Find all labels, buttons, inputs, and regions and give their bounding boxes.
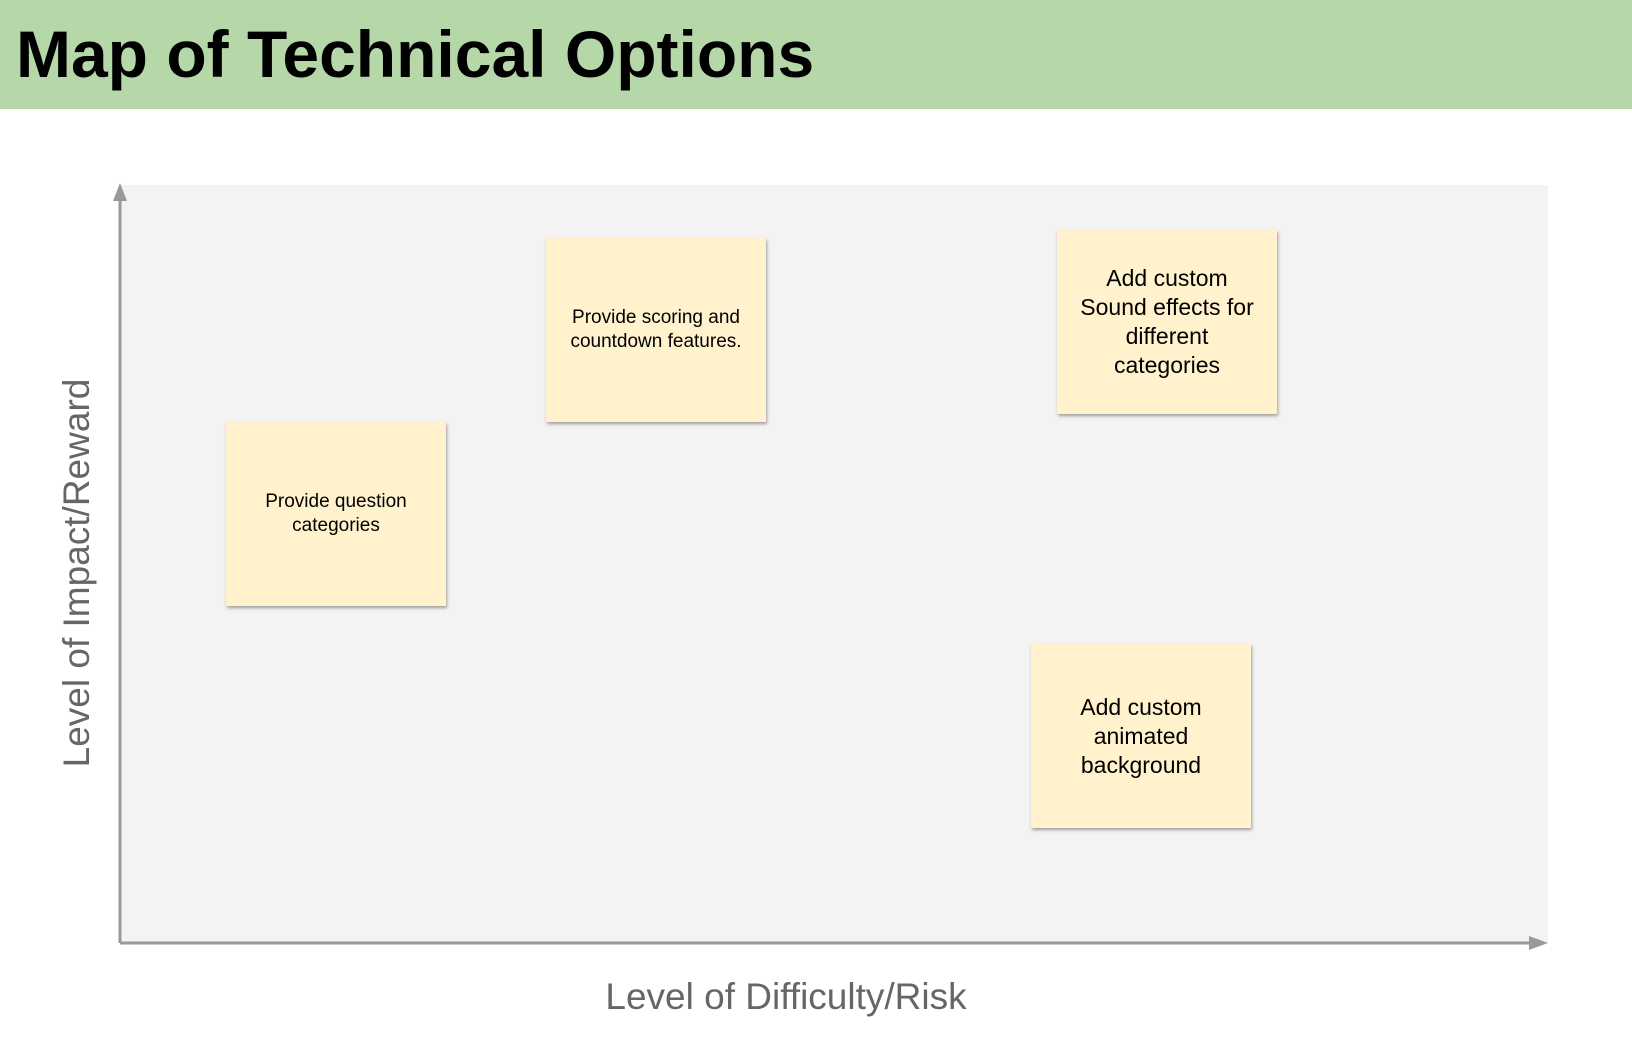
sticky-note-text: Provide question categories — [265, 491, 407, 536]
sticky-note-text: Provide scoring and countdown features. — [570, 307, 742, 352]
sticky-note-text: Add custom animated background — [1080, 693, 1202, 778]
x-axis-label: Level of Difficulty/Risk — [605, 976, 967, 1017]
title-bar: Map of Technical Options — [0, 0, 1632, 109]
y-axis-label: Level of Impact/Reward — [56, 378, 97, 768]
y-axis-arrowhead-icon — [113, 183, 127, 201]
sticky-note-scoring-countdown[interactable]: Provide scoring and countdown features. — [546, 238, 766, 422]
x-axis-arrowhead-icon — [1529, 936, 1548, 950]
sticky-note-text: Add custom Sound effects for different c… — [1080, 265, 1254, 378]
sticky-note-sound-effects[interactable]: Add custom Sound effects for different c… — [1057, 230, 1277, 414]
sticky-note-question-categories[interactable]: Provide question categories — [226, 422, 446, 606]
page-title: Map of Technical Options — [16, 17, 815, 91]
sticky-note-animated-background[interactable]: Add custom animated background — [1031, 644, 1251, 828]
